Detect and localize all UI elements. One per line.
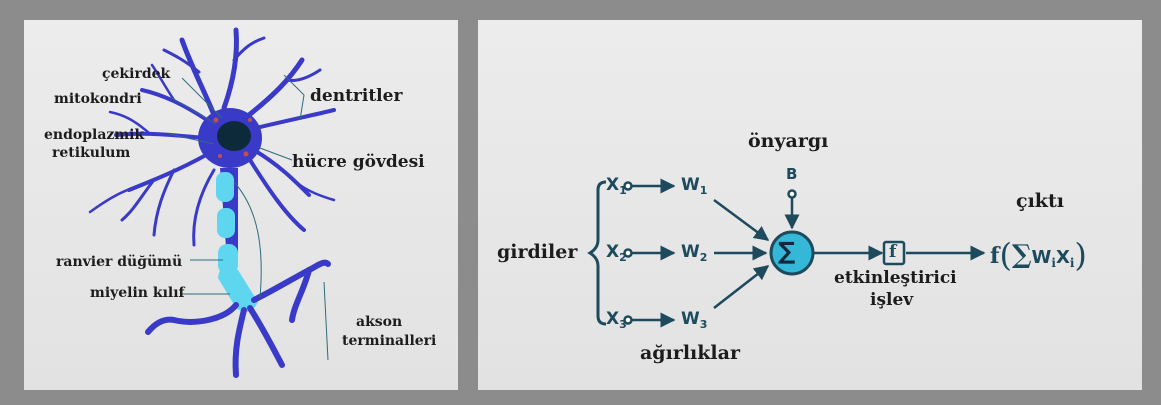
bias-symbol: B — [786, 165, 798, 183]
axon-terminal-label-2: terminalleri — [342, 333, 437, 349]
sum-symbol: ∑ — [778, 237, 796, 265]
activation-symbol: f — [889, 242, 897, 262]
weight-w2: W2 — [681, 242, 708, 264]
weight-w3: W3 — [681, 309, 708, 331]
input-x2: X2 — [606, 242, 627, 264]
activation-label-2: işlev — [870, 290, 914, 310]
endoplasmic-label: endoplazmik — [44, 127, 145, 143]
perceptron-panel: girdiler ağırlıklar önyargı B ∑ f etkinl… — [478, 20, 1142, 390]
perceptron-diagram — [587, 178, 986, 328]
weight-arrows — [713, 189, 986, 309]
input-x1: X1 — [606, 175, 627, 197]
neuron-callouts — [168, 74, 329, 361]
input-x3: X3 — [606, 309, 627, 331]
inputs-brace — [587, 180, 607, 326]
output-title: çıktı — [1016, 190, 1064, 212]
neuron-panel: çekirdek mitokondri endoplazmik retikulu… — [24, 20, 458, 390]
mitochondria-label: mitokondri — [54, 91, 142, 107]
cell-body-label: hücre gövdesi — [292, 152, 425, 172]
axon-terminals-shape — [145, 259, 331, 378]
output-sum: ∑ — [1011, 240, 1032, 270]
bias-title: önyargı — [748, 130, 829, 152]
output-formula: f(∑WiXi) — [990, 236, 1087, 274]
dendrites-shape — [88, 27, 336, 247]
activation-box — [882, 240, 906, 266]
nucleus-label: çekirdek — [102, 66, 171, 82]
myelin-sheath-label: miyelin kılıf — [90, 285, 185, 301]
reticulum-label: retikulum — [52, 145, 131, 161]
weight-w1: W1 — [681, 175, 708, 197]
ranvier-node-label: ranvier düğümü — [56, 254, 183, 270]
dendrites-label: dentritler — [310, 86, 403, 106]
sum-node — [769, 230, 815, 276]
neuron-illustration — [88, 27, 336, 378]
inputs-label: girdiler — [497, 241, 578, 263]
axon-terminal-label-1: akson — [356, 314, 403, 330]
output-f: f — [990, 243, 1000, 269]
activation-label-1: etkinleştirici — [834, 268, 957, 288]
nucleus-shape — [217, 121, 251, 151]
myelin-sheath-shape — [216, 172, 258, 312]
input-arrows — [623, 178, 676, 328]
weights-label: ağırlıklar — [640, 342, 740, 364]
